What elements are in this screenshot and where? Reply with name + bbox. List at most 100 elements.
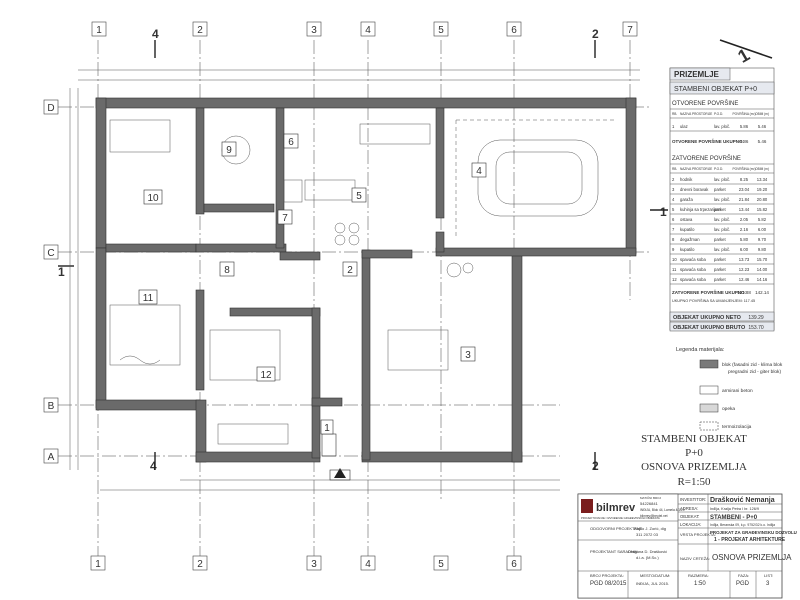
table-col-header: NAZIVA PROSTORIJE: [680, 167, 712, 171]
room-tag-4: 4: [471, 162, 487, 178]
table-cell: 2.16: [740, 227, 749, 232]
table-col-header: P.O.D.: [714, 167, 723, 171]
wall-south-garage: [435, 247, 637, 257]
table-cell: lav. ploč.: [714, 177, 730, 182]
room-tag-1: 1: [320, 419, 334, 435]
table-col-header: OBIM (m): [755, 112, 769, 116]
axis-bubble-bottom-5: 5: [433, 555, 449, 571]
title-block: bilmrev PROJEKTOVANJE I IZVOĐENJE GRAĐEV…: [577, 493, 797, 599]
table-cell: kupatilo: [680, 227, 695, 232]
table-cell: hodnik: [680, 177, 693, 182]
firm-logo-text: bilmrev: [596, 502, 636, 514]
room-number-8: 8: [224, 265, 230, 276]
room-tag-5: 5: [351, 187, 367, 203]
wall-north: [95, 97, 637, 109]
axis-bubble-top-6: 6: [506, 21, 522, 37]
room-tag-12: 12: [256, 366, 276, 382]
axis-bubbles-left: D C B A: [43, 99, 59, 464]
project-kind-label: VRSTA PROJEKTA:: [680, 532, 716, 537]
mb-value: 54226841: [640, 501, 659, 506]
closed-total-label: ZATVORENE POVRŠINE UKUPNO:: [672, 288, 747, 295]
wall-south-west: [95, 399, 201, 411]
axis-label-top-1: 1: [96, 25, 102, 36]
axis-bubble-top-1: 1: [91, 21, 107, 37]
table-cell: 9.70: [758, 237, 767, 242]
sheet-name-label: NAZIV CRTEŽA:: [680, 556, 710, 561]
room-number-9: 9: [226, 145, 232, 156]
legend-item-concrete: armirani beton: [722, 388, 753, 394]
table-cell: 7: [672, 227, 675, 232]
room-number-10: 10: [147, 193, 159, 204]
section-mark-4-top: 4: [152, 27, 159, 41]
floor-plan: [95, 97, 637, 481]
legend-swatch-brick: [699, 403, 719, 413]
axis-bubble-bottom-4: 4: [360, 555, 376, 571]
table-cell: lav. ploč.: [714, 124, 730, 129]
table-cell: 13.34: [757, 177, 768, 182]
garage-car: [477, 139, 599, 217]
table-col-header: NAZIVA PROSTORIJE: [680, 112, 712, 116]
legend-swatch-block: [699, 359, 719, 369]
table-cell: parket: [714, 267, 726, 272]
wall-int-10: [311, 307, 321, 459]
axis-label-bottom-2: 2: [197, 559, 203, 570]
table-cell: 11: [672, 267, 677, 272]
wall-int-4: [275, 107, 285, 249]
table-cell: 9.80: [758, 247, 767, 252]
table-cell: spavaća soba: [680, 267, 707, 272]
material-legend: Legenda materijala: blok (fasadni zid - …: [676, 347, 784, 431]
room-tag-10: 10: [143, 189, 163, 205]
closed-total-area: 121.88: [737, 290, 751, 295]
room-tag-8: 8: [219, 261, 235, 277]
table-cell: 2.05: [740, 217, 749, 222]
investor-value: Drašković Nemanja: [710, 497, 775, 504]
wall-east-living: [511, 251, 523, 463]
wall-int-5: [203, 203, 275, 213]
wall-int-7: [435, 231, 445, 253]
table-cell: 21.84: [739, 197, 750, 202]
location-value: Inđija, Beranska 09, k.p. 9752/32 k.o. I…: [710, 523, 775, 527]
table-cell: lav. ploč.: [714, 227, 730, 232]
table-cell: 14.00: [757, 267, 768, 272]
room-tag-6: 6: [283, 133, 299, 149]
table-cell: 12.46: [739, 277, 750, 282]
section-mark-1-left: 1: [58, 265, 65, 279]
mb-label: MATIČNI BROJ: [640, 495, 661, 500]
wall-int-9: [229, 307, 321, 317]
open-total-perim: 5.46: [758, 139, 767, 144]
drawing-title: STAMBENI OBJEKAT P+0 OSNOVA PRIZEMLJA R=…: [641, 433, 747, 488]
table-cell: ulaz: [680, 124, 688, 129]
wall-int-8: [195, 289, 205, 391]
legend-item-block: blok (fasadni zid - klima blok pregradni…: [722, 362, 784, 375]
table-cell: 5.82: [758, 217, 767, 222]
table-cell: lav. ploč.: [714, 217, 730, 222]
place-date-value: INĐIJA, JUL 2015.: [636, 581, 669, 586]
wall-south-room12: [195, 451, 321, 463]
legend-item-insulation: termoizolacija: [722, 424, 752, 430]
section-mark-2-top: 2: [592, 27, 599, 41]
room-number-1: 1: [324, 423, 330, 434]
section-markers: 4 2 4 2 1 1 1: [58, 27, 773, 473]
table-cell: garaža: [680, 197, 693, 202]
axis-bubbles-bottom: 1 2 3 4 5 6: [90, 555, 522, 571]
room-number-11: 11: [143, 293, 154, 304]
room-number-4: 4: [476, 166, 482, 177]
table-col-header: POVRŠINA (m²): [732, 111, 755, 116]
closed-surfaces-title: ZATVORENE POVRŠINE: [672, 155, 741, 162]
sheet-name-value: OSNOVA PRIZEMLJA: [712, 553, 792, 562]
axis-bubble-bottom-3: 3: [306, 555, 322, 571]
address-value: Inđija, Kralja Petra I br. 126/9: [710, 507, 759, 511]
axis-bubble-bottom-1: 1: [90, 555, 106, 571]
table-cell: 9: [672, 247, 675, 252]
gross-total-label: OBJEKAT UKUPNO BRUTO: [673, 325, 746, 331]
table-cell: 6.00: [740, 247, 749, 252]
table-cell: 5.86: [740, 124, 749, 129]
axis-label-bottom-4: 4: [365, 559, 371, 570]
axis-bubble-left-D: D: [43, 99, 59, 115]
closed-total-perim: 142.14: [755, 290, 769, 295]
room-tag-9: 9: [221, 141, 237, 157]
firm-logo: bilmrev PROJEKTOVANJE I IZVOĐENJE GRAĐEV…: [581, 499, 660, 520]
